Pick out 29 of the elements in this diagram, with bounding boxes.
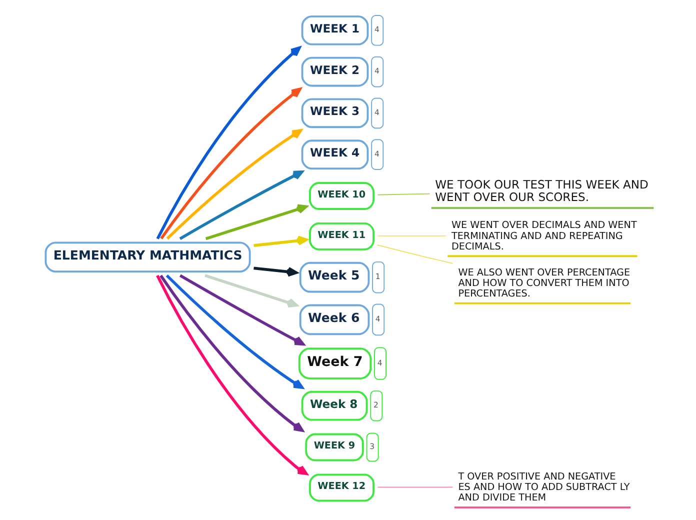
node-text: WE ALSO WENT OVER PERCENTAGE AND HOW TO CONVERT THEM INTO PERCENTAGES. [458, 267, 630, 300]
arrow [254, 236, 308, 247]
arrow [160, 88, 302, 240]
arrow [205, 204, 308, 240]
arrow [179, 170, 304, 240]
node-label: 4 [374, 108, 380, 118]
node-label: 4 [374, 25, 380, 34]
arrow [204, 274, 298, 308]
arrow [179, 274, 304, 346]
node-label: 3 [370, 442, 375, 452]
connector [377, 486, 454, 488]
node-label: 4 [375, 314, 380, 324]
arrow [166, 274, 304, 389]
node-label: 4 [374, 66, 380, 76]
node-label: 1 [375, 272, 380, 282]
arrow [156, 46, 301, 240]
node-text: T OVER POSITIVE AND NEGATIVE ES AND HOW TO ADD SUBTRACT LY AND DIVIDE THEM [458, 472, 630, 504]
connector [376, 244, 454, 264]
arrow [160, 274, 304, 432]
arrow [156, 274, 308, 476]
node-label: 4 [374, 149, 380, 158]
arrow [166, 129, 302, 240]
node-text: WE WENT OVER DECIMALS AND WENT TERMINATING AND AND REPEATING DECIMALS. [451, 220, 637, 252]
node-text: WE TOOK OUR TEST THIS WEEK AND WENT OVER OUR SCORES. [435, 177, 648, 204]
node-label: 4 [377, 358, 382, 368]
connector [377, 235, 446, 236]
node-label: 2 [374, 400, 378, 410]
connector [377, 193, 430, 196]
arrow [254, 266, 298, 277]
